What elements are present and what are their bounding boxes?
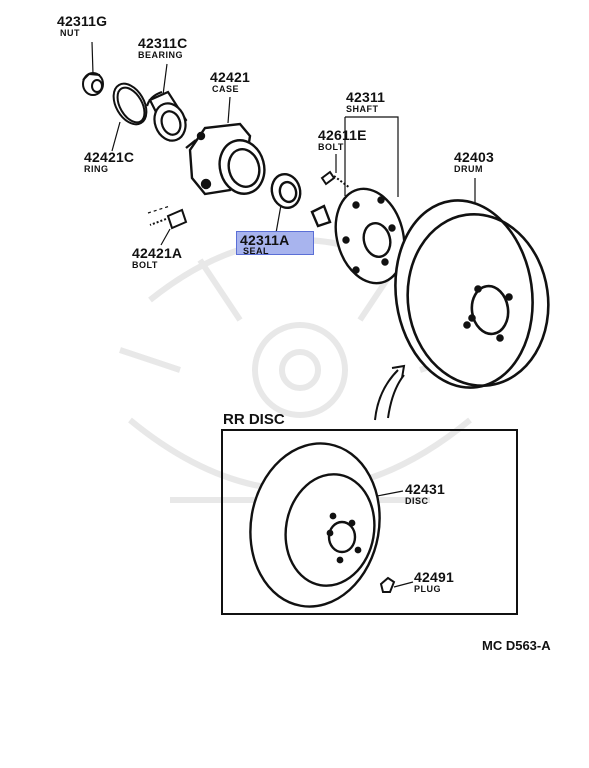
bearing-drawing [145, 90, 188, 143]
drum-drawing [394, 199, 550, 389]
pointer-arrow [374, 364, 406, 421]
nut-drawing [82, 72, 104, 96]
case-bolt-part-number[interactable]: 42421A [132, 245, 183, 261]
bearing-part-number[interactable]: 42311C [138, 35, 188, 51]
ring-drawing [112, 82, 148, 126]
shaft-part-name: SHAFT [346, 104, 379, 114]
ring-part-number[interactable]: 42421C [84, 149, 135, 165]
disc-drawing [249, 442, 381, 608]
ring-part-name: RING [84, 164, 109, 174]
bearing-part-name: BEARING [138, 50, 184, 60]
plug-part-number[interactable]: 42491 [414, 569, 454, 585]
disc-part-number[interactable]: 42431 [405, 481, 445, 497]
inset-title: RR DISC [223, 411, 285, 428]
drum-part-name: DRUM [454, 164, 483, 174]
plug-drawing [379, 576, 396, 593]
case-bolt-drawing [149, 208, 188, 230]
shaft-part-number[interactable]: 42311 [346, 89, 386, 105]
nut-part-number[interactable]: 42311G [57, 13, 108, 29]
inset-frame [221, 429, 518, 615]
case-drawing [185, 122, 266, 196]
plug-part-name: PLUG [414, 584, 442, 594]
case-part-number[interactable]: 42421 [210, 69, 250, 85]
shaft-bolt-part-name: BOLT [318, 142, 344, 152]
drum-part-number[interactable]: 42403 [454, 149, 494, 165]
nut-part-name: NUT [60, 28, 80, 38]
case-bolt-part-name: BOLT [132, 260, 158, 270]
shaft-bolt-part-number[interactable]: 42611E [318, 127, 367, 143]
seal-part-number[interactable]: 42311A [240, 232, 290, 248]
diagram-code: MC D563-A [482, 638, 551, 653]
shaft-drawing [310, 187, 406, 285]
shaft-bolt-drawing [320, 170, 351, 189]
seal-drawing [270, 172, 302, 210]
seal-label-highlight [236, 231, 314, 255]
case-part-name: CASE [212, 84, 240, 94]
seal-part-name: SEAL [243, 246, 270, 256]
disc-part-name: DISC [405, 496, 429, 506]
